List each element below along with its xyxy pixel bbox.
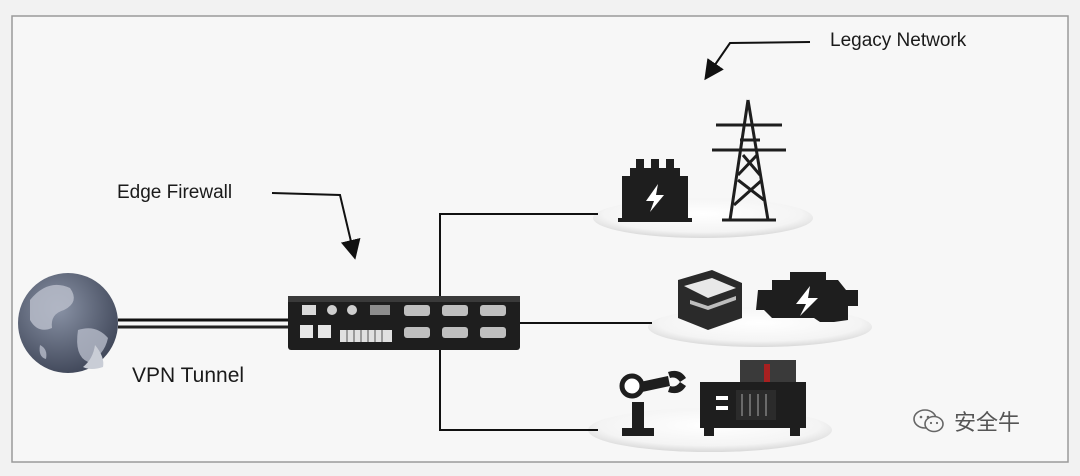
robot-arm-icon xyxy=(619,370,686,436)
generator-icon xyxy=(700,360,806,436)
edge-firewall-label: Edge Firewall xyxy=(117,182,233,203)
plc-module-icon xyxy=(678,270,742,330)
transformer-icon xyxy=(618,159,692,222)
firewall-device-icon xyxy=(288,296,520,350)
engine-icon xyxy=(756,272,858,322)
wechat-icon xyxy=(913,409,944,433)
watermark: 安全牛 xyxy=(912,405,1020,437)
vpn-tunnel-label: VPN Tunnel xyxy=(132,364,245,387)
network-lines xyxy=(118,213,652,431)
watermark-text: 安全牛 xyxy=(954,411,1021,436)
transmission-tower-icon xyxy=(712,99,786,222)
globe-icon xyxy=(18,273,118,373)
legacy-network-label: Legacy Network xyxy=(830,30,967,51)
callout-arrows xyxy=(271,41,811,260)
frame-border xyxy=(11,15,1069,463)
